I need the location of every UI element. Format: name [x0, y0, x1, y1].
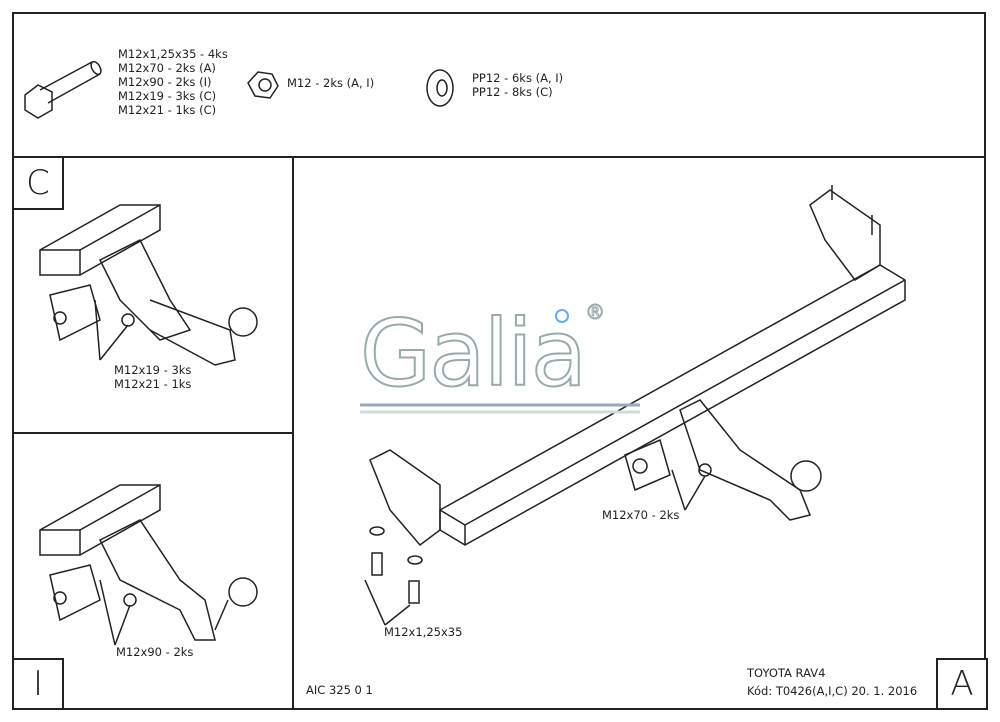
washer-icon: [426, 69, 454, 107]
bolt-item: M12x1,25x35 - 4ks: [118, 47, 228, 61]
towbar-a-drawing: [364, 185, 906, 626]
bolt-item: M12x21 - 1ks (C): [118, 103, 217, 117]
washer-list: PP12 - 6ks (A, I) PP12 - 8ks (C): [472, 71, 563, 99]
bolt-item: M12x70 - 2ks (A): [118, 61, 216, 75]
washer-item: PP12 - 8ks (C): [472, 85, 553, 99]
bolt-list: M12x1,25x35 - 4ks M12x70 - 2ks (A) M12x9…: [118, 47, 228, 117]
towbar-i-drawing: [39, 484, 258, 646]
callout-m12x19: M12x19 - 3ks: [114, 363, 192, 377]
drawing-frame: [12, 12, 986, 710]
drawing-number: AIC 325 0 1: [306, 683, 373, 697]
bolt-icon: [24, 60, 102, 119]
vehicle-name: TOYOTA RAV4: [747, 666, 826, 680]
product-code: Kód: T0426(A,I,C) 20. 1. 2016: [747, 684, 918, 698]
nut-label: M12 - 2ks (A, I): [287, 76, 375, 90]
washer-item: PP12 - 6ks (A, I): [472, 71, 564, 85]
panel-a-bolt-callout: M12x70 - 2ks: [602, 508, 680, 522]
top-panel-divider: [12, 156, 986, 158]
nut-icon: [247, 71, 279, 99]
panel-c-label: C: [12, 156, 64, 210]
bolt-item: M12x90 - 2ks (I): [118, 75, 212, 89]
panel-i-label: I: [12, 658, 64, 710]
bolt-item: M12x19 - 3ks (C): [118, 89, 217, 103]
panel-c-callout: M12x19 - 3ks M12x21 - 1ks: [114, 363, 191, 391]
galia-logo: Galia®: [359, 299, 606, 408]
left-panel-divider: [12, 432, 294, 434]
towbar-c-drawing: [39, 204, 258, 366]
panel-a-label: A: [936, 658, 988, 710]
callout-m12x21: M12x21 - 1ks: [114, 377, 192, 391]
panel-i-callout: M12x90 - 2ks: [116, 645, 194, 659]
panel-a-screw-callout: M12x1,25x35: [384, 625, 463, 639]
